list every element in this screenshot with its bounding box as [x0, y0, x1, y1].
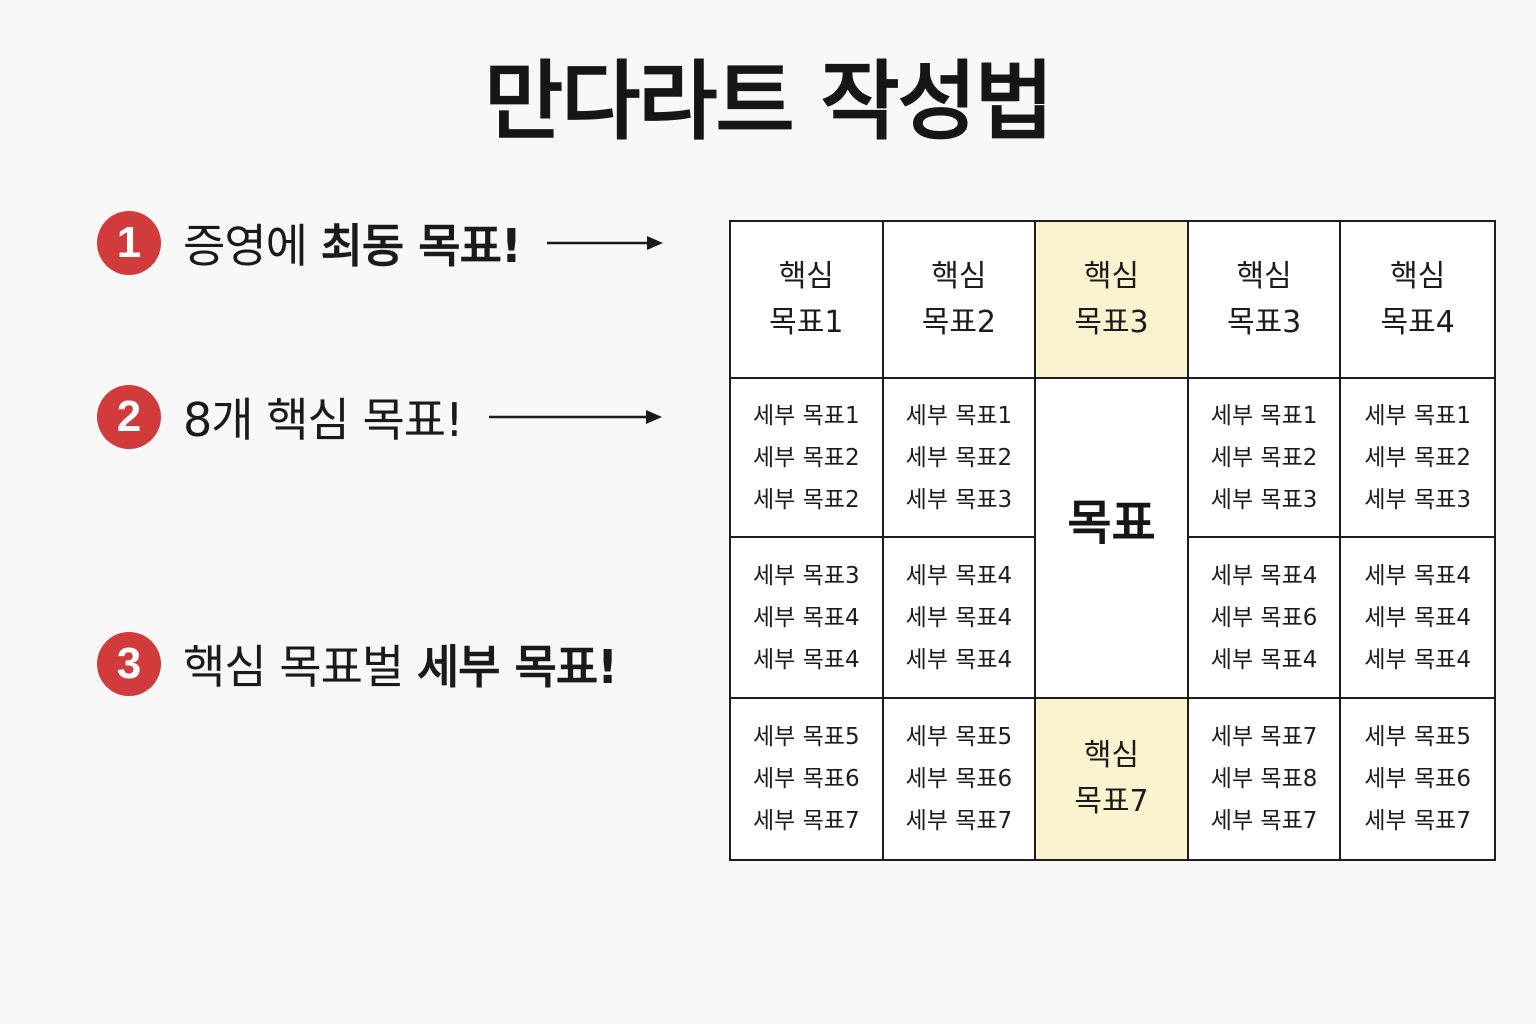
step-3: 3 핵심 목표벌 세부 목표!	[97, 631, 618, 697]
sub-goal-item: 세부 목표7	[1210, 808, 1318, 834]
core-goal-number: 목표2	[921, 304, 997, 340]
sub-goal-item: 세부 목표6	[753, 766, 860, 792]
sub-goal-item: 세부 목표1	[905, 402, 1013, 429]
sub-goal-item: 세부 목표4	[905, 604, 1013, 631]
core-goal-label: 핵심	[778, 258, 834, 294]
core-goal-number: 목표1	[769, 304, 844, 340]
sub-goal-item: 세부 목표6	[1210, 604, 1318, 631]
sub-goal-cell: 세부 목표4 세부 목표4 세부 목표4	[883, 538, 1037, 699]
core-goal-label: 핵심	[1390, 258, 1446, 294]
sub-goal-item: 세부 목표6	[905, 766, 1013, 792]
sub-goal-item: 세부 목표3	[1364, 486, 1471, 513]
sub-goal-item: 세부 목표7	[1210, 724, 1318, 750]
sub-goal-item: 세부 목표7	[1364, 808, 1471, 834]
sub-goal-item: 세부 목표3	[753, 562, 860, 589]
core-goal-cell: 핵심 목표2	[883, 222, 1037, 379]
sub-goal-cell: 세부 목표1 세부 목표2 세부 목표3	[883, 379, 1037, 538]
sub-goal-cell: 세부 목표5 세부 목표6 세부 목표7	[1341, 699, 1494, 859]
core-goal-label: 핵심	[931, 258, 987, 294]
sub-goal-item: 세부 목표5	[753, 724, 860, 750]
sub-goal-item: 세부 목표4	[1364, 604, 1471, 631]
step-3-text-bold: 세부 목표!	[416, 640, 618, 694]
sub-goal-item: 세부 목표7	[905, 808, 1013, 834]
sub-goal-item: 세부 목표4	[905, 562, 1013, 589]
sub-goal-item: 세부 목표8	[1210, 766, 1318, 792]
sub-goal-item: 세부 목표4	[753, 646, 860, 673]
sub-goal-item: 세부 목표1	[753, 402, 860, 429]
sub-goal-item: 세부 목표6	[1364, 766, 1471, 792]
sub-goal-cell: 세부 목표1 세부 목표2 세부 목표2	[731, 379, 884, 538]
sub-goal-item: 세부 목표4	[1364, 562, 1471, 589]
sub-goal-item: 세부 목표1	[1364, 402, 1471, 429]
sub-goal-item: 세부 목표2	[905, 444, 1013, 471]
core-goal-number: 목표3	[1226, 304, 1302, 340]
sub-goal-item: 세부 목표4	[1210, 646, 1318, 673]
sub-goal-item: 세부 목표3	[1210, 486, 1318, 513]
core-goal-cell-highlighted: 핵심 목표7	[1036, 699, 1189, 859]
step-2-arrow-icon	[488, 410, 662, 424]
core-goal-label: 핵심	[1083, 258, 1140, 294]
sub-goal-cell: 세부 목표7 세부 목표8 세부 목표7	[1189, 699, 1342, 859]
step-3-text-normal: 핵심 목표벌	[183, 640, 417, 694]
page-title: 만다라트 작성법	[484, 52, 1054, 152]
core-goal-label: 핵심	[1083, 738, 1140, 773]
sub-goal-item: 세부 목표4	[1364, 646, 1471, 673]
core-goal-number: 목표3	[1074, 304, 1149, 340]
sub-goal-item: 세부 목표2	[753, 486, 860, 513]
step-3-badge: 3	[97, 632, 161, 696]
sub-goal-item: 세부 목표1	[1210, 402, 1318, 429]
central-goal-label: 목표	[1067, 495, 1156, 551]
sub-goal-item: 세부 목표5	[1364, 724, 1471, 750]
core-goal-number: 목표4	[1380, 304, 1455, 340]
step-1-arrow-icon	[546, 236, 663, 250]
sub-goal-item: 세부 목표7	[753, 808, 860, 834]
core-goal-cell: 핵심 목표3	[1188, 222, 1342, 379]
core-goal-label: 핵심	[1236, 258, 1292, 294]
sub-goal-cell: 세부 목표1 세부 목표2 세부 목표3	[1341, 379, 1494, 538]
step-2-text-normal: 8개 핵심 목표!	[183, 393, 464, 447]
core-goal-cell: 핵심 목표1	[731, 222, 884, 379]
sub-goal-cell: 세부 목표5 세부 목표6 세부 목표7	[884, 699, 1037, 859]
central-goal-cell: 목표	[1036, 379, 1189, 699]
step-3-text: 핵심 목표벌 세부 목표!	[183, 631, 618, 697]
core-goal-cell-highlighted: 핵심 목표3	[1036, 222, 1189, 379]
core-goal-cell: 핵심 목표4	[1341, 222, 1494, 379]
step-1-text-normal: 증영에	[183, 219, 321, 273]
step-1-text-bold: 최동 목표!	[320, 219, 522, 273]
sub-goal-item: 세부 목표2	[1210, 444, 1318, 471]
sub-goal-item: 세부 목표2	[1364, 444, 1471, 471]
step-2-text: 8개 핵심 목표!	[183, 384, 464, 450]
sub-goal-item: 세부 목표4	[753, 604, 860, 631]
sub-goal-cell: 세부 목표4 세부 목표4 세부 목표4	[1341, 538, 1494, 699]
sub-goal-cell: 세부 목표5 세부 목표6 세부 목표7	[731, 699, 884, 859]
sub-goal-item: 세부 목표4	[905, 646, 1013, 673]
step-2-badge: 2	[97, 385, 161, 449]
step-1: 1 증영에 최동 목표!	[97, 210, 665, 276]
sub-goal-cell: 세부 목표4 세부 목표6 세부 목표4	[1188, 538, 1342, 699]
sub-goal-item: 세부 목표2	[753, 444, 860, 471]
sub-goal-cell: 세부 목표1 세부 목표2 세부 목표3	[1188, 379, 1342, 538]
mandalart-grid: 핵심 목표1 핵심 목표2 핵심 목표3 핵심 목표3 핵심 목표4 세부 목표…	[729, 220, 1496, 861]
sub-goal-item: 세부 목표5	[905, 724, 1013, 750]
sub-goal-item: 세부 목표3	[905, 486, 1013, 513]
sub-goal-item: 세부 목표4	[1210, 562, 1318, 589]
sub-goal-cell: 세부 목표3 세부 목표4 세부 목표4	[731, 538, 884, 699]
step-1-text: 증영에 최동 목표!	[183, 210, 522, 276]
core-goal-number: 목표7	[1074, 784, 1149, 819]
step-2: 2 8개 핵심 목표!	[97, 384, 664, 450]
step-1-badge: 1	[97, 211, 161, 275]
